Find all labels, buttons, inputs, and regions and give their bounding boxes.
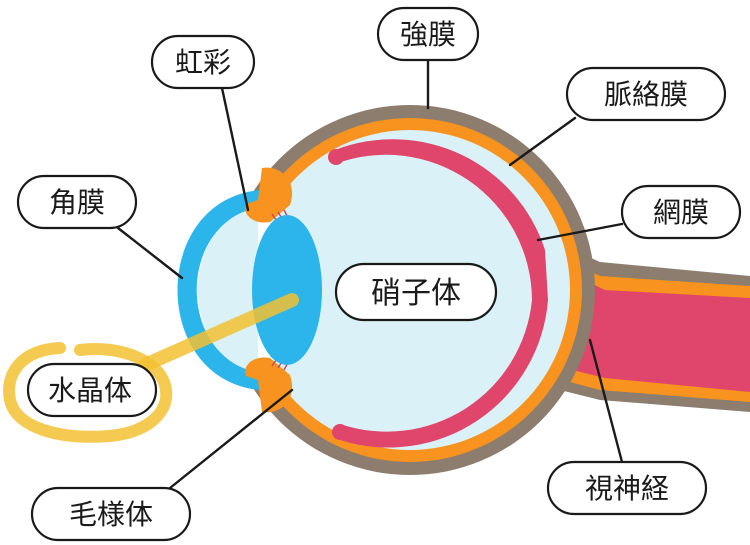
- leader-iris: [220, 86, 250, 212]
- optic-nerve: [548, 262, 750, 392]
- leader-choroid: [508, 116, 577, 167]
- lens-highlight-arrow: [138, 293, 299, 372]
- leader-retina: [536, 222, 624, 242]
- svg-text:毛様体: 毛様体: [69, 498, 153, 531]
- lens-label-highlight: [3, 342, 173, 443]
- label-cornea: 角膜: [16, 174, 138, 230]
- svg-text:虹彩: 虹彩: [175, 46, 231, 79]
- iris-upper: [245, 167, 293, 223]
- svg-text:水晶体: 水晶体: [48, 374, 132, 407]
- lens: [252, 215, 322, 365]
- label-vitreous: 硝子体: [334, 262, 498, 322]
- leader-ciliary: [168, 388, 294, 490]
- leader-cornea: [116, 226, 184, 280]
- label-choroid: 脈絡膜: [565, 66, 727, 122]
- label-ciliary: 毛様体: [30, 486, 192, 542]
- label-retina: 網膜: [620, 184, 742, 240]
- svg-text:脈絡膜: 脈絡膜: [604, 78, 688, 111]
- label-optic-nerve: 視神経: [546, 460, 708, 516]
- svg-text:網膜: 網膜: [653, 196, 709, 229]
- label-iris: 虹彩: [150, 34, 256, 90]
- svg-text:視神経: 視神経: [585, 472, 669, 505]
- label-lens: 水晶体: [26, 362, 158, 418]
- svg-text:角膜: 角膜: [49, 186, 105, 219]
- svg-text:硝子体: 硝子体: [371, 276, 461, 311]
- leader-optic-nerve: [588, 338, 624, 464]
- label-sclera: 強膜: [376, 6, 480, 62]
- svg-text:強膜: 強膜: [400, 18, 456, 51]
